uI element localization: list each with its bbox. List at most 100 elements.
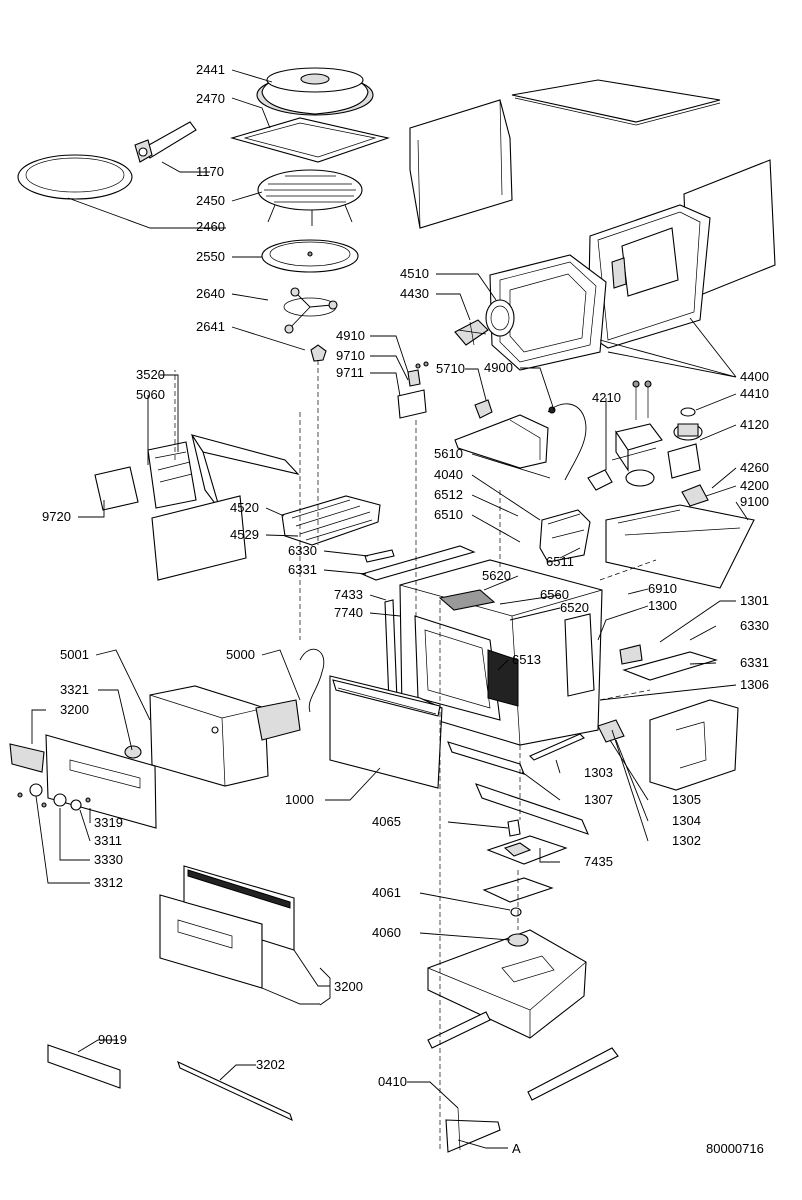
label-1301: 1301 [740,593,769,608]
label-3311: 3311 [94,833,122,848]
part-drawings [9,67,776,1153]
point-label-a: A [512,1141,521,1156]
display-frame-drawing [159,865,295,989]
coupler-drawing [310,344,327,362]
stirrer-shaft-drawing [507,819,521,837]
label-4065: 4065 [372,814,401,829]
label-6331-lower: 6331 [740,655,769,670]
right-side-panel-drawing [605,504,755,589]
label-6331-upper: 6331 [288,562,317,577]
latch-rail-drawing [622,651,718,681]
label-6910: 6910 [648,581,677,596]
label-7740: 7740 [334,605,363,620]
front-foot-rail-drawing [427,1011,491,1049]
label-4040: 4040 [434,467,463,482]
turntable-plate-drawing [261,239,359,273]
base-strip-drawing [47,1044,121,1089]
transformer-drawing [611,380,703,487]
door-switch-drawing [597,719,625,743]
label-4410: 4410 [740,386,769,401]
label-4510: 4510 [400,266,429,281]
trim-strip-drawing [177,1060,293,1122]
label-5710: 5710 [436,361,465,376]
label-9710: 9710 [336,348,365,363]
label-1302: 1302 [672,833,701,848]
diagram-id: 80000716 [706,1141,764,1156]
waveguide-assembly-drawing [489,204,711,371]
label-9711: 9711 [336,365,364,380]
cabinet-side-panel-drawing [409,99,513,229]
label-6560: 6560 [540,587,569,602]
capacitor-drawing [587,469,613,491]
label-2450: 2450 [196,193,225,208]
label-9019: 9019 [98,1032,127,1047]
label-4910: 4910 [336,328,365,343]
label-9720: 9720 [42,509,71,524]
label-4260: 4260 [740,460,769,475]
label-7435: 7435 [584,854,613,869]
label-4430: 4430 [400,286,429,301]
label-6513: 6513 [512,652,541,667]
label-1170: 1170 [196,164,224,179]
label-6510: 6510 [434,507,463,522]
label-4061: 4061 [372,885,401,900]
side-insulation-drawing [649,699,739,791]
label-3312: 3312 [94,875,123,890]
door-panel-drawing [329,675,443,789]
label-4200: 4200 [740,478,769,493]
label-5620: 5620 [482,568,511,583]
bottom-rail-drawing [475,783,589,835]
label-2640: 2640 [196,286,225,301]
grill-rack-drawing [257,169,363,226]
label-6330-lower: 6330 [740,618,769,633]
label-1300: 1300 [648,598,677,613]
label-7433: 7433 [334,587,363,602]
label-5001: 5001 [60,647,89,662]
label-3321: 3321 [60,682,89,697]
label-1000: 1000 [285,792,314,807]
knobs-drawing [17,783,91,811]
label-1304: 1304 [672,813,701,828]
label-1307: 1307 [584,792,613,807]
diode-bracket-drawing [681,484,709,507]
label-6330-upper: 6330 [288,543,317,558]
label-6511: 6511 [546,554,574,569]
foot-bracket-drawing [445,1119,501,1153]
part-labels: 2441 2470 1170 2450 2460 2550 2640 2641 … [42,62,769,1156]
label-5000: 5000 [226,647,255,662]
rear-foot-rail-drawing [527,1047,619,1101]
label-3319: 3319 [94,815,123,830]
label-3200-upper: 3200 [60,702,89,717]
oven-cavity-drawing [399,559,603,746]
dome-cover-drawing [256,67,374,116]
label-4520: 4520 [230,500,259,515]
thermal-switch-bracket-drawing [397,361,429,419]
label-2441: 2441 [196,62,225,77]
latch-lever-drawing [619,644,643,665]
label-2460: 2460 [196,219,225,234]
handle-tool-drawing [134,121,197,163]
rail-strip-drawing [360,545,476,581]
label-9100: 9100 [740,494,769,509]
label-3200-lower: 3200 [334,979,363,994]
circuit-board-drawing [94,466,139,511]
square-tray-drawing [230,117,391,163]
hinge-strip-drawing [364,549,395,563]
base-plate-drawing [427,907,587,1039]
alignment-lines [174,360,657,1150]
control-housing-drawing [149,648,325,787]
label-4400: 4400 [740,369,769,384]
label-4210: 4210 [592,390,621,405]
label-6520: 6520 [560,600,589,615]
label-2641: 2641 [196,319,225,334]
leader-lines [31,69,749,1149]
door-rod-drawing [529,733,585,761]
label-3202: 3202 [256,1057,285,1072]
heating-element-drawing [281,495,381,546]
label-4060: 4060 [372,925,401,940]
label-5060: 5060 [136,387,165,402]
label-3520: 3520 [136,367,165,382]
control-panel-drawing [9,734,157,829]
round-plate-drawing [17,154,133,200]
